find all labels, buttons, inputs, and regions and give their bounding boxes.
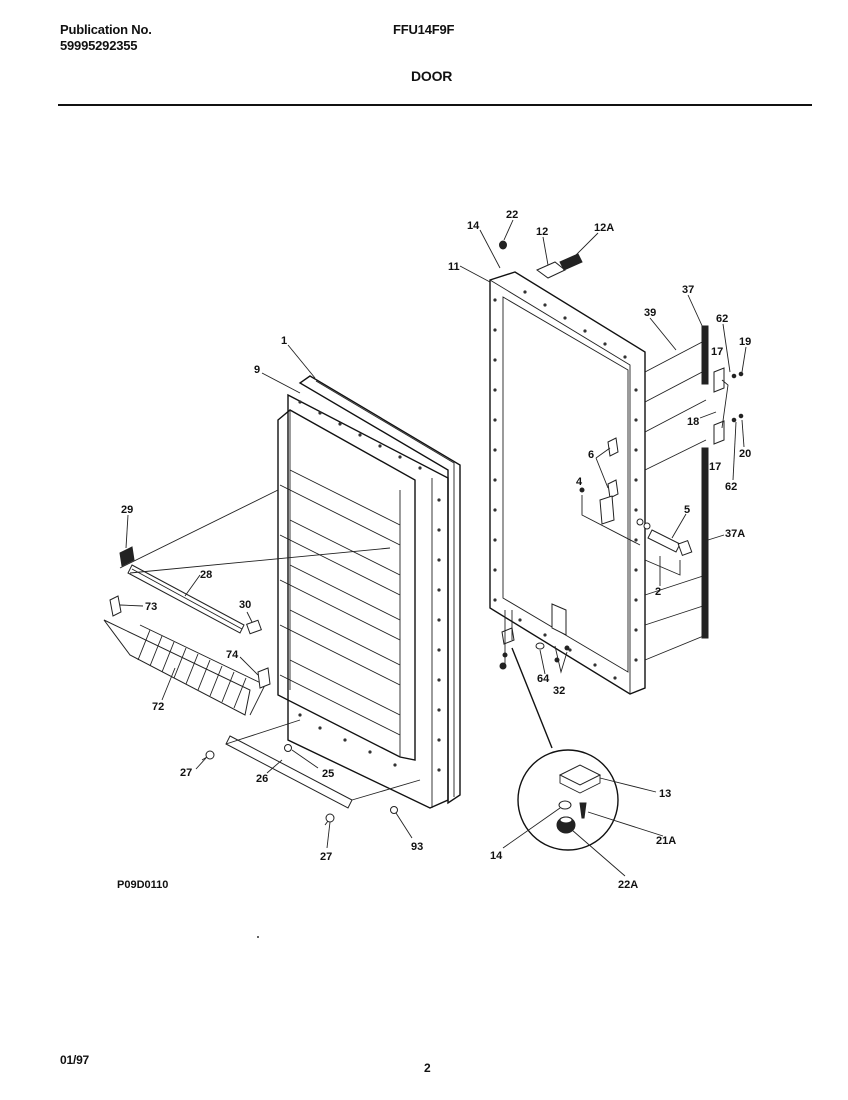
door-bin-72 [103, 619, 251, 716]
callout-13: 13 [659, 788, 671, 800]
pin-21A [579, 802, 587, 819]
screw-27b [325, 813, 335, 823]
handle-end-upper [713, 367, 725, 393]
callout-73: 73 [145, 601, 157, 613]
callout-14b: 14 [490, 850, 503, 862]
callout-25: 25 [322, 768, 334, 780]
callout-72: 72 [152, 701, 164, 713]
callout-19: 19 [739, 336, 751, 348]
section-title: DOOR [411, 68, 453, 84]
screw-32b [564, 645, 570, 651]
hinge-bracket-13 [558, 764, 602, 786]
header-rule [58, 104, 812, 106]
bin-cap-74 [257, 667, 271, 689]
hinge-6-lower [607, 479, 619, 499]
callout-27b: 27 [320, 851, 332, 863]
door-bin-parts [103, 489, 421, 826]
callout-21A: 21A [656, 835, 676, 847]
bracket-29 [119, 546, 135, 567]
outer-door-11 [489, 271, 646, 695]
door-gasket [298, 375, 461, 805]
callout-28: 28 [200, 569, 212, 581]
callout-14: 14 [467, 220, 480, 232]
callout-9: 9 [254, 364, 260, 376]
callout-62b: 62 [725, 481, 737, 493]
callout-39: 39 [644, 307, 656, 319]
shelf-rail-28 [127, 564, 245, 634]
rail-cap-30 [246, 619, 262, 635]
callout-17b: 17 [709, 461, 721, 473]
outer-door-panel [489, 271, 646, 695]
detail-circle [517, 749, 619, 851]
leader-lines [119, 219, 747, 877]
door-liner [277, 375, 461, 809]
latch-body-4 [599, 495, 615, 525]
callout-17: 17 [711, 346, 723, 358]
washer-64 [535, 642, 545, 650]
screw-22 [499, 240, 507, 250]
screw-27a [205, 750, 215, 760]
callout-30: 30 [239, 599, 251, 611]
callout-22: 22 [506, 209, 518, 221]
footer-date: 01/97 [60, 1053, 90, 1067]
callout-1: 1 [281, 335, 287, 347]
clip-73 [109, 595, 122, 617]
callout-12A: 12A [594, 222, 614, 234]
publication-label: Publication No. [60, 22, 152, 37]
shelf-rack [277, 409, 416, 761]
top-parts [499, 240, 583, 279]
handle-assembly [579, 325, 744, 661]
callout-5: 5 [684, 504, 690, 516]
label-12A [559, 253, 583, 271]
screw-93 [390, 806, 398, 814]
page-number: 2 [424, 1061, 431, 1075]
callout-64: 64 [537, 673, 550, 685]
figure-code: P09D0110 [117, 879, 168, 891]
callout-12: 12 [536, 226, 548, 238]
callout-22A: 22A [618, 879, 638, 891]
callout-74: 74 [226, 649, 239, 661]
screw-25 [284, 744, 292, 752]
model-number: FFU14F9F [393, 22, 455, 37]
handle-end-lower [713, 420, 725, 445]
handle-trim-37A [701, 447, 709, 639]
liner-panel [287, 393, 449, 809]
bottom-trim-26 [225, 735, 353, 809]
callout-62: 62 [716, 313, 728, 325]
washer-14 [558, 800, 572, 810]
callout-29: 29 [121, 504, 133, 516]
callout-27: 27 [180, 767, 192, 779]
latch-5 [647, 529, 681, 553]
callout-26: 26 [256, 773, 268, 785]
callout-labels: 1 9 29 28 73 30 74 72 27 25 26 27 93 14 … [121, 209, 751, 891]
bottom-hardware [499, 610, 570, 674]
publication-number: 59995292355 [60, 38, 138, 53]
callout-37: 37 [682, 284, 694, 296]
callout-4: 4 [576, 476, 583, 488]
callout-2: 2 [655, 586, 661, 598]
detail-inset [511, 647, 619, 851]
bottom-bracket [551, 603, 567, 636]
callout-11: 11 [448, 261, 460, 273]
callout-93: 93 [411, 841, 423, 853]
callout-6: 6 [588, 449, 594, 461]
callout-20: 20 [739, 448, 751, 460]
callout-37A: 37A [725, 528, 745, 540]
callout-32: 32 [553, 685, 565, 697]
hinge-6-upper [607, 437, 619, 457]
callout-18: 18 [687, 416, 699, 428]
handle-trim-37 [701, 325, 709, 385]
